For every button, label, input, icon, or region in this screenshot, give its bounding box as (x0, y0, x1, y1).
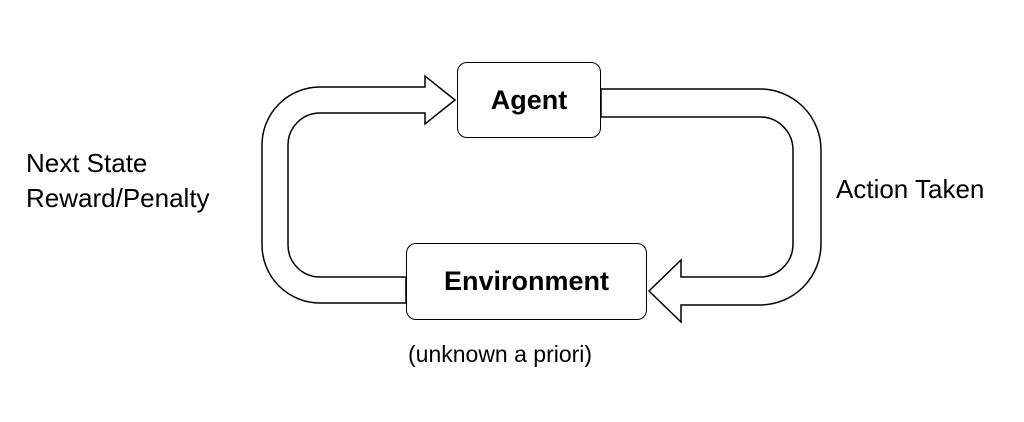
action-taken-label: Action Taken (836, 174, 985, 204)
environment-node: Environment (406, 243, 647, 320)
feedback-arrow (261, 74, 457, 304)
reward-penalty-text: Reward/Penalty (26, 183, 210, 213)
environment-label: Environment (443, 266, 610, 296)
agent-node: Agent (457, 62, 601, 138)
agent-label: Agent (490, 84, 568, 115)
environment-note: (unknown a priori) (408, 341, 593, 367)
next-state-text: Next State (26, 148, 148, 178)
action-arrow (600, 88, 822, 324)
feedback-label: Next State Reward/Penalty (26, 146, 210, 216)
